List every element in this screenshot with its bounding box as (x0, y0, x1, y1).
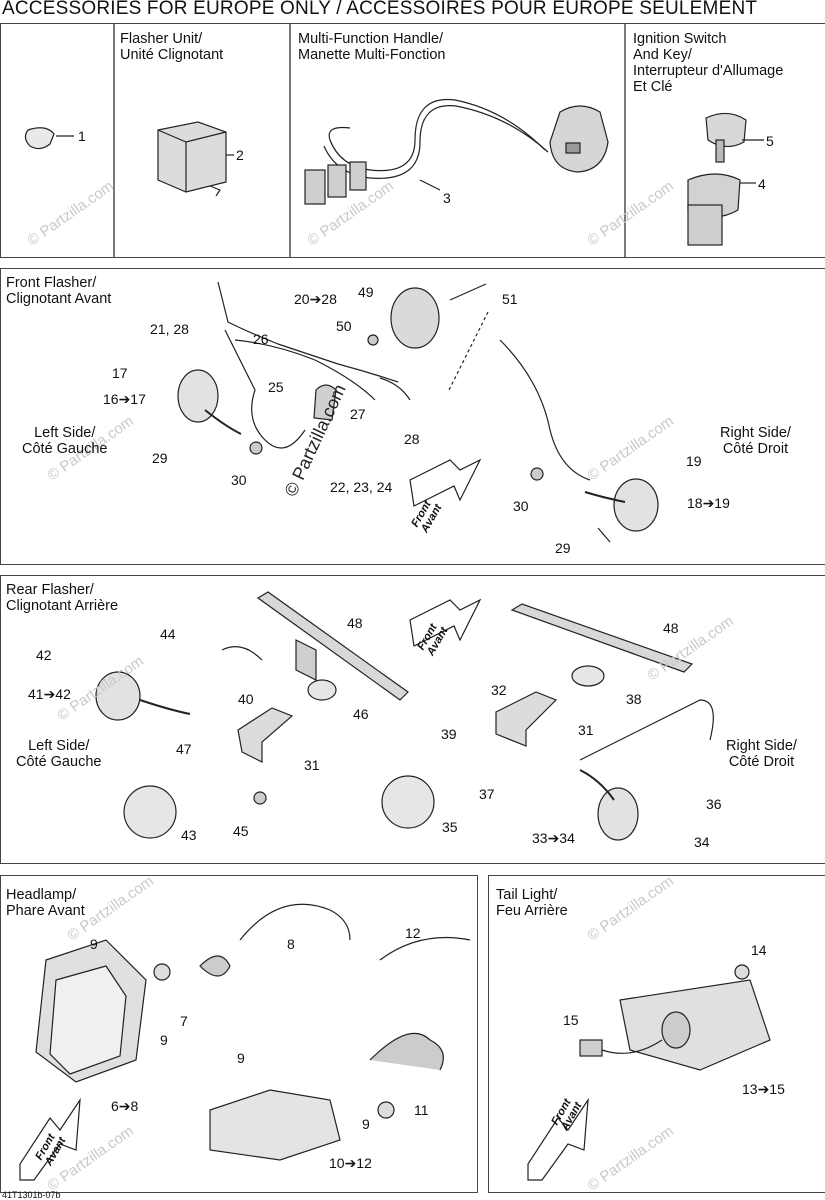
callout-number: 34 (694, 834, 710, 850)
callout-number: 7 (180, 1013, 188, 1029)
front-right-side-label: Right Side/ Côté Droit (720, 425, 791, 457)
rear-flasher-assembly (95, 591, 714, 841)
headlamp-assembly (19, 903, 471, 1181)
callout-number: 42 (36, 647, 52, 663)
callout-number: 31 (578, 722, 594, 738)
callout-number: 37 (479, 786, 495, 802)
callout-number: 41➔42 (28, 686, 71, 702)
callout-number: 14 (751, 942, 767, 958)
tail-light-title: Tail Light/ Feu Arrière (496, 887, 568, 919)
callout-number: 9 (237, 1050, 245, 1066)
callout-number: 16➔17 (103, 391, 146, 407)
front-flasher-assembly (177, 281, 659, 543)
callout-number: 1 (78, 128, 86, 144)
callout-number: 12 (405, 925, 421, 941)
callout-number: 29 (555, 540, 571, 556)
callout-number: 9 (160, 1032, 168, 1048)
callout-number: 48 (347, 615, 363, 631)
multi-function-handle-part-3 (304, 98, 609, 205)
rear-right-side-label: Right Side/ Côté Droit (726, 738, 797, 770)
callout-number: 9 (90, 936, 98, 952)
callout-number: 43 (181, 827, 197, 843)
callout-number: 28 (404, 431, 420, 447)
callout-number: 15 (563, 1012, 579, 1028)
panel-headlamp (0, 875, 478, 1193)
callout-number: 10➔12 (329, 1155, 372, 1171)
panel-tail-light (488, 875, 825, 1193)
callout-number: 6➔8 (111, 1098, 139, 1114)
flasher-unit-part-2 (157, 121, 234, 197)
front-flasher-title: Front Flasher/ Clignotant Avant (6, 275, 112, 307)
callout-number: 19 (686, 453, 702, 469)
callout-number: 4 (758, 176, 766, 192)
callout-number: 22, 23, 24 (330, 479, 393, 495)
callout-number: 33➔34 (532, 830, 575, 846)
callout-number: 48 (663, 620, 679, 636)
tail-light-assembly (527, 964, 771, 1181)
callout-number: 11 (414, 1102, 429, 1118)
callout-number: 20➔28 (294, 291, 337, 307)
callout-number: 27 (350, 406, 366, 422)
callout-number: 44 (160, 626, 176, 642)
multi-function-title: Multi-Function Handle/ Manette Multi-Fon… (298, 31, 446, 63)
rear-flasher-title: Rear Flasher/ Clignotant Arrière (6, 582, 119, 614)
callout-number: 50 (336, 318, 352, 334)
callout-number: 18➔19 (687, 495, 730, 511)
callout-number: 2 (236, 147, 244, 163)
callout-number: 21, 28 (150, 321, 189, 337)
callout-number: 3 (443, 190, 451, 206)
callout-number: 13➔15 (742, 1081, 785, 1097)
callout-number: 49 (358, 284, 374, 300)
callout-number: 26 (253, 331, 269, 347)
panel-accessories-top (0, 23, 825, 258)
callout-number: 30 (513, 498, 529, 514)
callout-number: 5 (766, 133, 774, 149)
callout-number: 8 (287, 936, 295, 952)
rear-left-side-label: Left Side/ Côté Gauche (16, 738, 102, 770)
front-left-side-label: Left Side/ Côté Gauche (22, 425, 108, 457)
callout-number: 29 (152, 450, 168, 466)
panel-rear-flasher (0, 575, 825, 864)
callout-number: 47 (176, 741, 192, 757)
callout-number: 40 (238, 691, 254, 707)
callout-number: 46 (353, 706, 369, 722)
callout-number: 51 (502, 291, 518, 307)
page-title: ACCESSORIES FOR EUROPE ONLY / ACCESSOIRE… (2, 0, 758, 19)
panel-front-flasher (0, 268, 825, 565)
clip-part-1 (24, 127, 74, 150)
callout-number: 32 (491, 682, 507, 698)
ignition-switch-part-4-5 (687, 112, 764, 246)
callout-number: 25 (268, 379, 284, 395)
callout-number: 35 (442, 819, 458, 835)
callout-number: 9 (362, 1116, 370, 1132)
callout-number: 36 (706, 796, 722, 812)
callout-number: 38 (626, 691, 642, 707)
diagram-code: 41T1301b-07b (2, 1190, 61, 1200)
headlamp-title: Headlamp/ Phare Avant (6, 887, 85, 919)
ignition-title: Ignition Switch And Key/ Interrupteur d'… (633, 31, 784, 95)
callout-number: 30 (231, 472, 247, 488)
callout-number: 39 (441, 726, 457, 742)
callout-number: 17 (112, 365, 128, 381)
callout-number: 45 (233, 823, 249, 839)
flasher-unit-title: Flasher Unit/ Unité Clignotant (120, 31, 224, 63)
callout-number: 31 (304, 757, 320, 773)
